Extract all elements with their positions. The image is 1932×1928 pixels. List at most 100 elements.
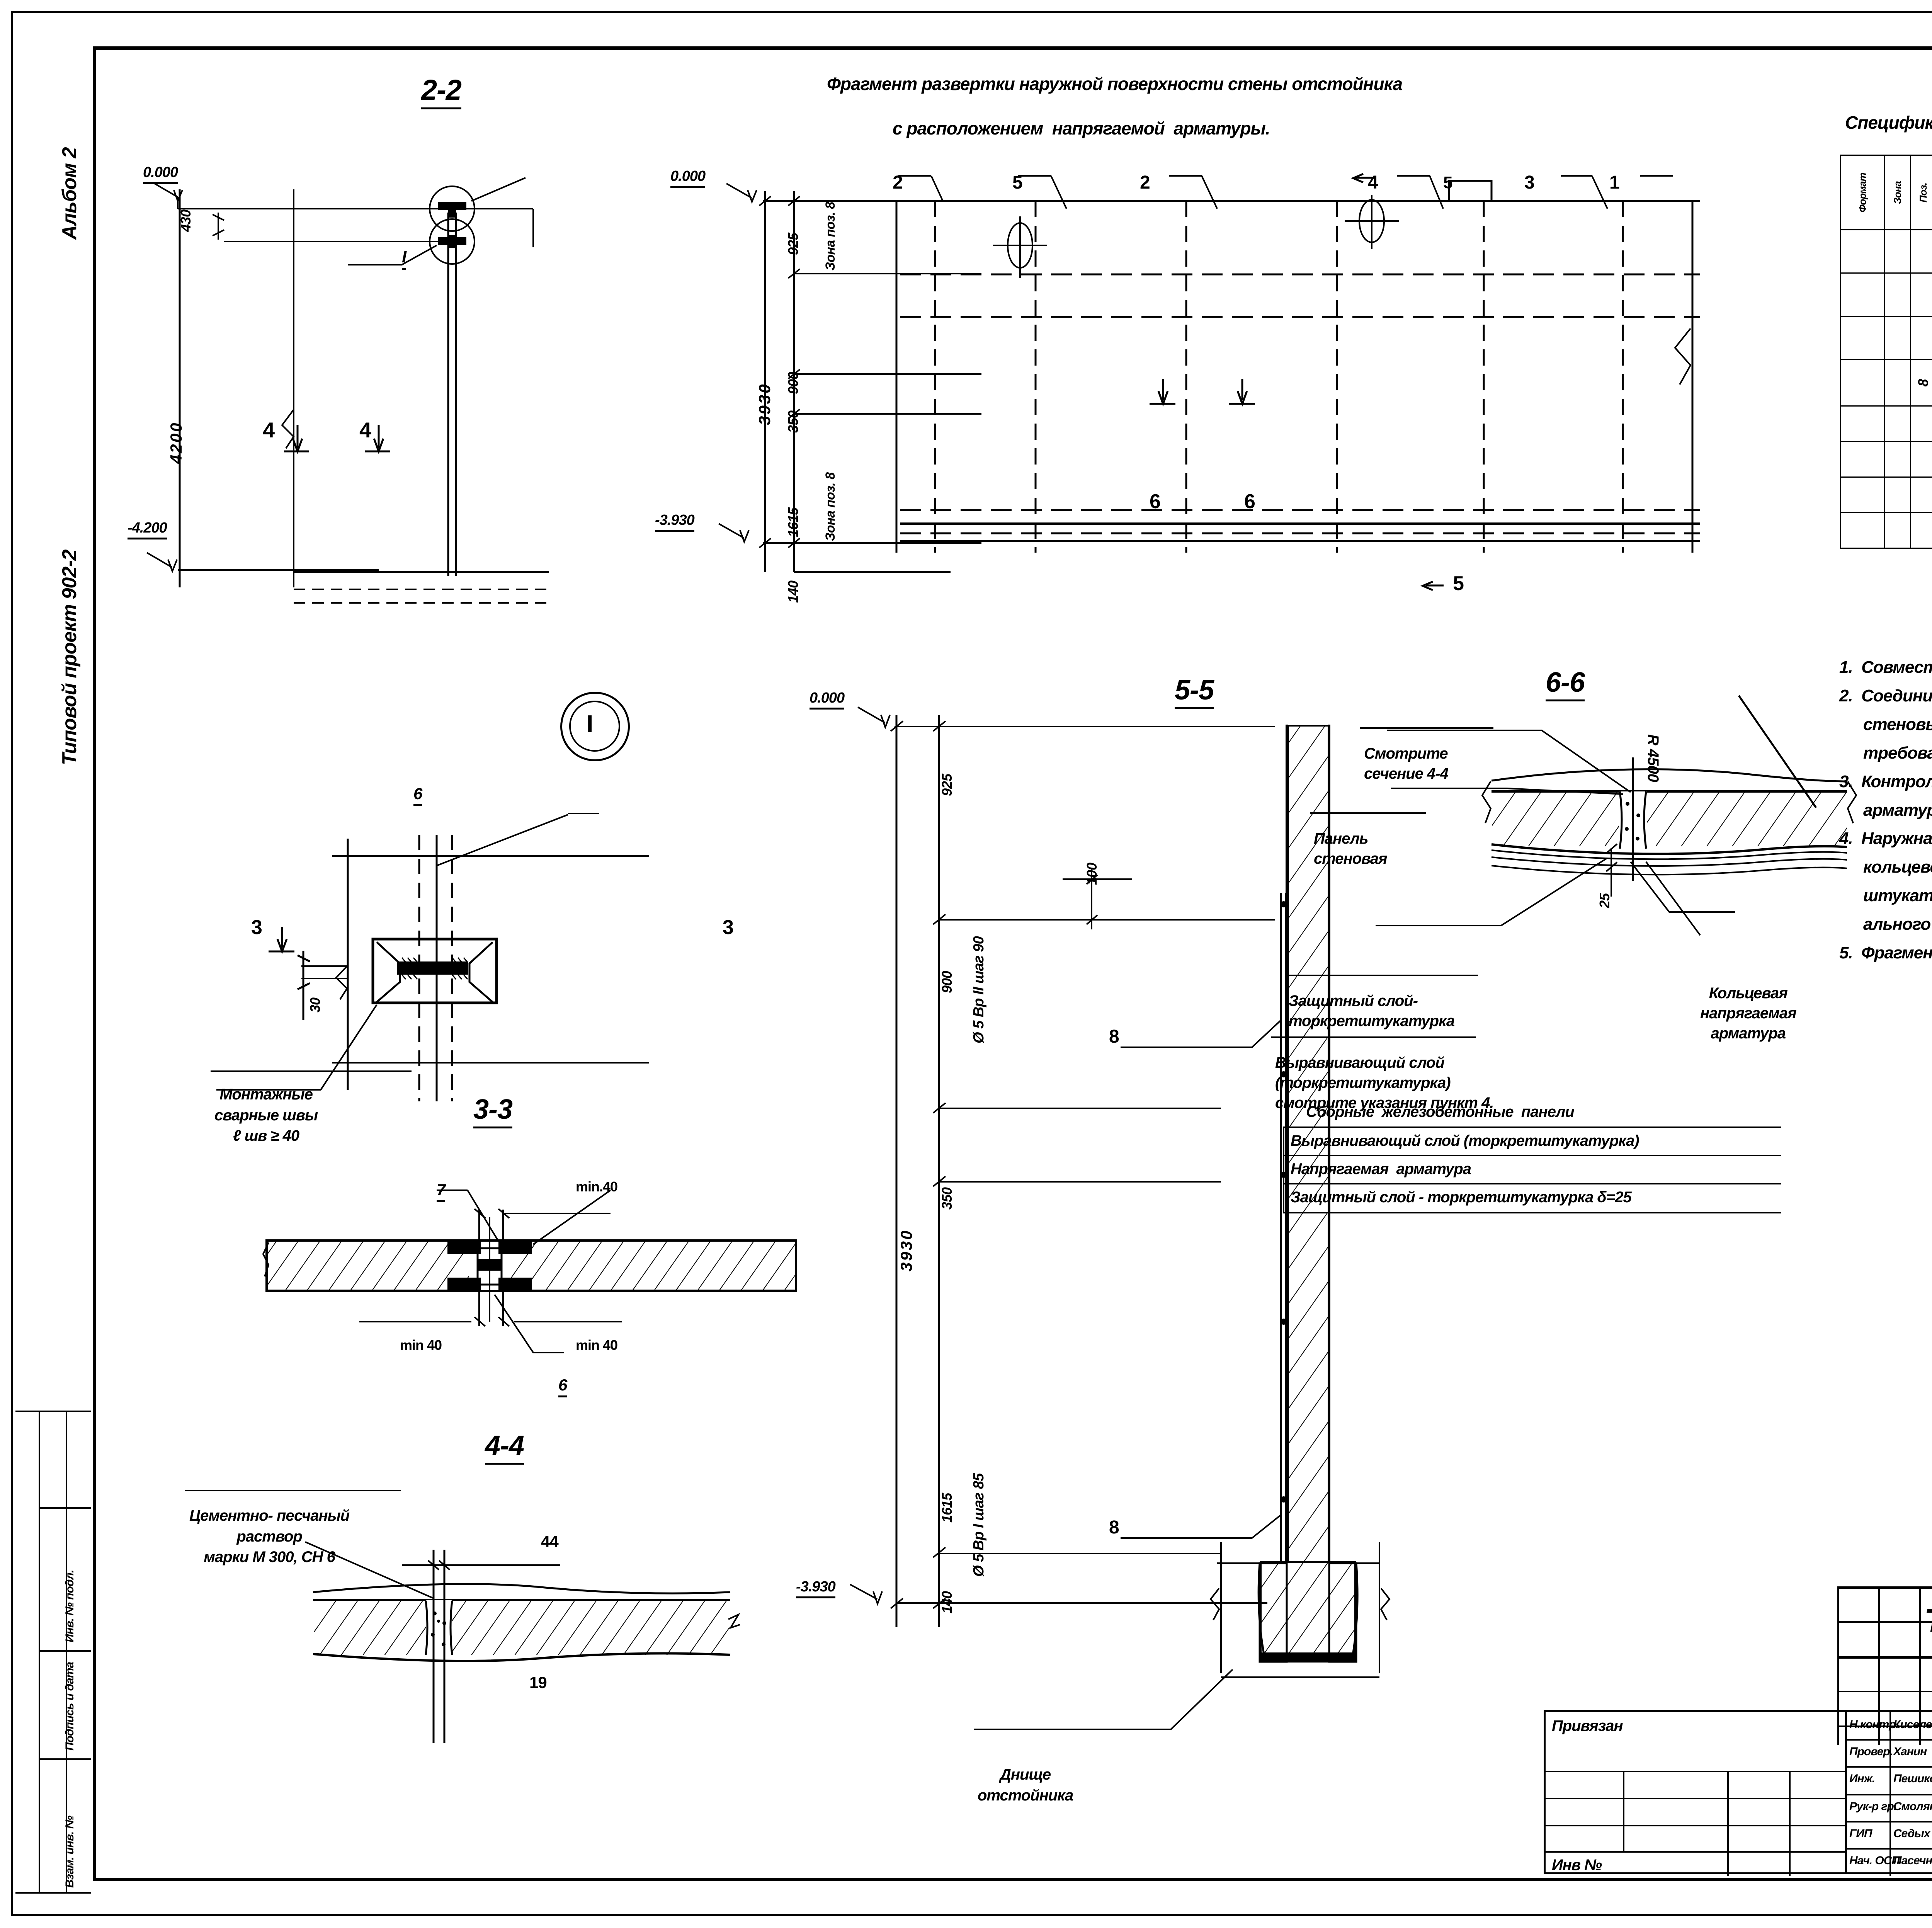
spec-table: Формат Зона Поз. Обозначения Наименовани… xyxy=(1840,155,1932,549)
detail-I-bubble-inner xyxy=(569,701,620,752)
layer-legend-sep-0 xyxy=(1283,1127,1781,1128)
table-row: Детали xyxy=(1841,317,1932,360)
section-5-5-dim-925: 925 xyxy=(939,774,955,796)
section-5-5-dim-350: 350 xyxy=(939,1188,955,1210)
detail-I-weld-underline xyxy=(211,1070,412,1072)
cell-zone xyxy=(1884,513,1910,548)
table-row xyxy=(1841,513,1932,548)
cell-pos xyxy=(1910,273,1932,317)
cell-pos: 8 xyxy=(1910,360,1932,406)
fragment-dim-1615: 1615 xyxy=(785,508,801,537)
section-5-5-dim-900: 900 xyxy=(939,971,955,993)
cell-pos xyxy=(1910,230,1932,273)
table-row: стен xyxy=(1841,273,1932,317)
cell-zone xyxy=(1884,273,1910,317)
section-5-5-rebar-lower: Ø 5 Вр I шаг 85 xyxy=(971,1474,987,1577)
section-6-6-panel-label: Панель стеновая xyxy=(1314,788,1387,909)
cell-format xyxy=(1841,513,1885,548)
role-label-5: Нач. ОСП xyxy=(1849,1854,1900,1867)
role-label-1: Провер. xyxy=(1849,1745,1893,1758)
role-name-4: Седых xyxy=(1893,1827,1930,1840)
cell-format xyxy=(1841,360,1885,406)
layer-legend-left-rail xyxy=(1283,1127,1284,1213)
fragment-cut-6-left: 6 xyxy=(1150,490,1160,513)
layer-legend-sep-3 xyxy=(1283,1212,1781,1213)
section-5-5-rebar-upper: Ø 5 Вр II шаг 90 xyxy=(971,936,987,1043)
cell-format xyxy=(1841,406,1885,442)
section-2-2-dim-430: 430 xyxy=(178,210,194,232)
spec-table-title: Спецификация напрягаемой арматуры на оди… xyxy=(1845,112,1932,133)
table-row xyxy=(1841,442,1932,477)
title-block: Привязан Инв № Н.контр. Киселев Провер. … xyxy=(1544,1710,1932,1874)
section-5-5-dim-1615: 1615 xyxy=(939,1493,955,1523)
section-4-4-mortar-underline xyxy=(185,1490,401,1491)
table-row xyxy=(1841,406,1932,442)
note-line-3: требований СН 393-78. xyxy=(1839,739,1932,767)
stamp-label-2: Взам. инв. № xyxy=(63,1816,77,1888)
spec-col-zone: Зона xyxy=(1884,155,1910,230)
note-line-2: стеновых панелей двусторонними швами с с… xyxy=(1839,710,1932,739)
section-2-2-cut-left: 4 xyxy=(263,417,274,442)
note-line-10: 5. Фрагмент развертки дан условно для от… xyxy=(1839,939,1932,967)
role-label-2: Инж. xyxy=(1849,1772,1875,1785)
section-5-5-bottom-label: Днище отстойника xyxy=(978,1724,1073,1847)
section-2-2-detail-mark: I xyxy=(402,247,406,270)
layer-legend-row-0: Сборные железобетонные панели xyxy=(1306,1103,1801,1121)
cell-zone xyxy=(1884,317,1910,360)
cell-pos xyxy=(1910,317,1932,360)
fragment-dim-925: 925 xyxy=(785,233,801,255)
section-6-6-ring-rebar-label: Кольцевая напрягаемая арматура xyxy=(1700,943,1796,1084)
layer-legend-row-2: Напрягаемая арматура xyxy=(1291,1161,1471,1178)
cell-pos xyxy=(1910,513,1932,548)
section-3-3-title: 3-3 xyxy=(473,1094,512,1128)
section-6-6-dim-25: 25 xyxy=(1597,893,1613,908)
section-2-2-dim-4200: 4200 xyxy=(167,422,185,464)
section-5-5-dim-3930: 3930 xyxy=(897,1229,916,1271)
stamp-label-1: Подпись и дата xyxy=(63,1662,77,1751)
fragment-title-line1: Фрагмент развертки наружной поверхности … xyxy=(827,73,1402,94)
spec-table-header-row: Формат Зона Поз. Обозначения Наименовани… xyxy=(1841,155,1932,230)
role-label-4: ГИП xyxy=(1849,1827,1872,1840)
cell-zone xyxy=(1884,442,1910,477)
note-line-6: 4. Наружная поверхность стенки отстойник… xyxy=(1839,824,1932,853)
title-block-privyazan: Привязан xyxy=(1552,1717,1623,1735)
role-label-0: Н.контр. xyxy=(1849,1718,1898,1731)
fragment-zone-upper: Зона поз. 8 xyxy=(823,202,838,271)
note-line-5: арматуры бн = 10 800 кгс/см². xyxy=(1839,796,1932,825)
section-6-6-panel-underline xyxy=(1310,812,1426,814)
spec-col-pos: Поз. xyxy=(1910,155,1932,230)
cell-format xyxy=(1841,317,1885,360)
fragment-dim-3930: 3930 xyxy=(755,383,774,425)
cell-pos xyxy=(1910,406,1932,442)
cell-format xyxy=(1841,477,1885,513)
role-label-3: Рук-р гр. xyxy=(1849,1800,1896,1813)
fragment-cut-5: 5 xyxy=(1453,572,1464,595)
album-label: Альбом 2 xyxy=(58,147,81,240)
role-name-1: Ханин xyxy=(1893,1745,1927,1758)
stamp-label-0: Инв. № подл. xyxy=(63,1570,77,1642)
section-2-2-cut-right: 4 xyxy=(359,417,371,442)
section-5-5-pos-lower: 8 xyxy=(1109,1517,1119,1538)
note-line-8: штукатуркой до цилиндрической формы при … xyxy=(1839,881,1932,910)
section-4-4-title: 4-4 xyxy=(485,1430,524,1465)
cell-zone xyxy=(1884,477,1910,513)
section-5-5-dim-140: 140 xyxy=(939,1591,955,1613)
fragment-dim-140: 140 xyxy=(785,581,801,603)
layer-legend-row-3: Защитный слой - торкретштукатурка δ=25 xyxy=(1291,1189,1631,1206)
cell-zone xyxy=(1884,406,1910,442)
layer-legend-row-1: Выравнивающий слой (торкретштукатурка) xyxy=(1291,1132,1639,1150)
layer-legend-sep-1 xyxy=(1283,1155,1781,1156)
table-row: Напрягаемая арматура xyxy=(1841,230,1932,273)
spec-table-body: Напрягаемая арматура стен Детали xyxy=(1841,230,1932,548)
role-name-2: Пешикова xyxy=(1893,1772,1932,1785)
layer-legend-sep-2 xyxy=(1283,1183,1781,1184)
section-6-6-protective-underline xyxy=(1285,975,1478,976)
fragment-title-line2: с расположением напрягаемой арматуры. xyxy=(893,118,1270,139)
section-5-5-dim-100: 100 xyxy=(1084,863,1100,885)
spec-col-format: Формат xyxy=(1841,155,1885,230)
detail-I-dim-30: 30 xyxy=(307,998,323,1012)
note-line-9: ального лекала. xyxy=(1839,910,1932,939)
fragment-zone-lower: Зона поз. 8 xyxy=(823,473,838,541)
section-2-2-title: 2-2 xyxy=(421,73,461,109)
